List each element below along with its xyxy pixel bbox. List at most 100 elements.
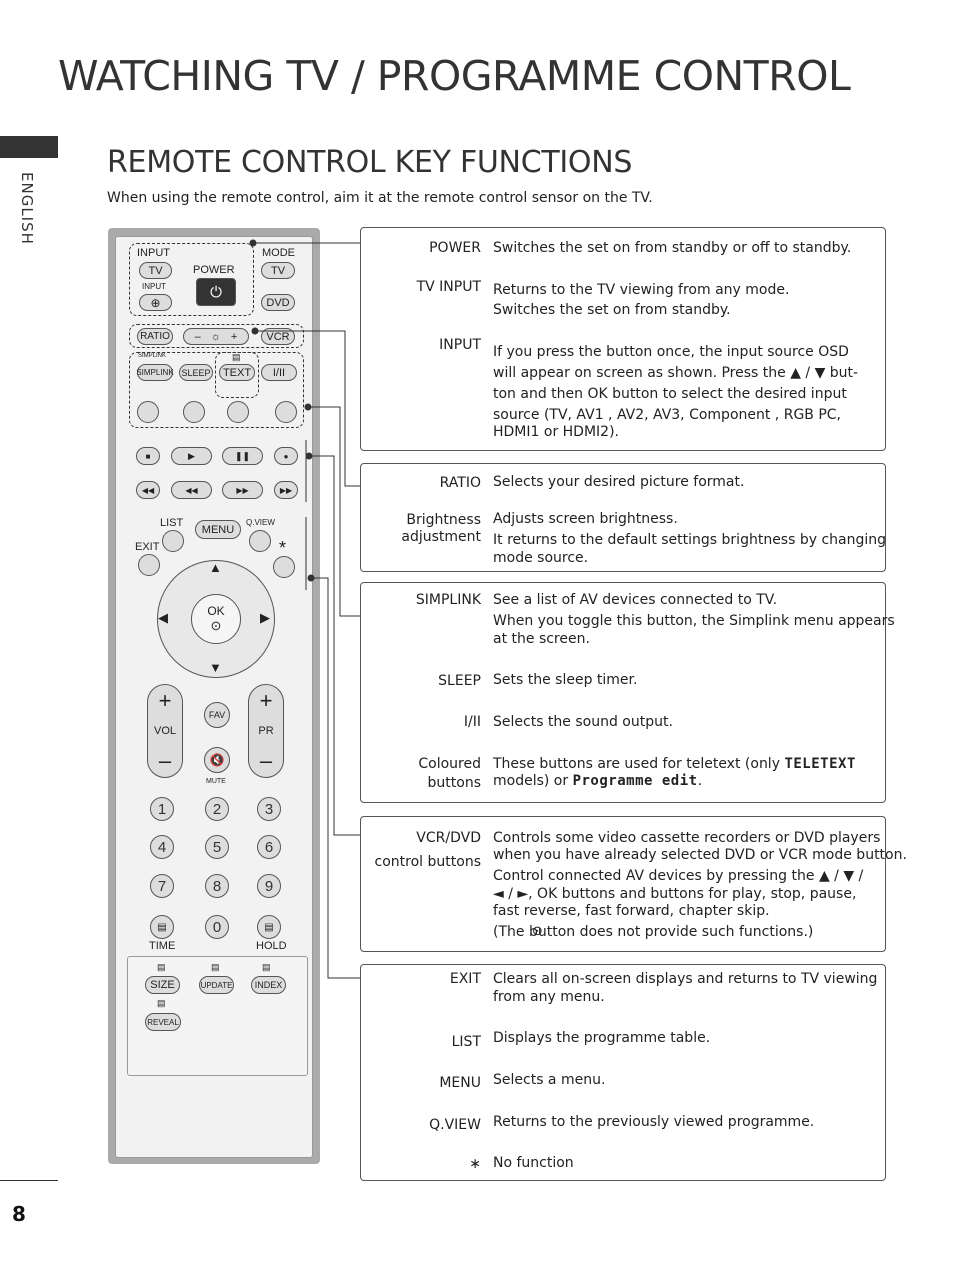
pause-button[interactable]: ❚❚ bbox=[222, 447, 263, 465]
time-button[interactable]: ▤ bbox=[150, 915, 174, 939]
vcr-button[interactable]: VCR bbox=[261, 328, 295, 345]
right-arrow-icon[interactable]: ▶ bbox=[260, 610, 270, 625]
desc-exit-1: Clears all on-screen displays and return… bbox=[493, 971, 878, 987]
key-ratio: RATIO bbox=[439, 475, 481, 491]
desc-vcr-5: fast reverse, fast forward, chapter skip… bbox=[493, 903, 770, 919]
size-button[interactable]: SIZE bbox=[145, 976, 180, 994]
key-power: POWER bbox=[429, 240, 481, 256]
sleep-button[interactable]: SLEEP bbox=[179, 364, 213, 381]
menu-button[interactable]: MENU bbox=[195, 520, 241, 539]
volume-rocker[interactable]: + VOL – bbox=[147, 684, 183, 778]
number-8-button[interactable]: 8 bbox=[205, 874, 229, 898]
desc-vcr-4: ◄ / ►, OK buttons and buttons for play, … bbox=[493, 886, 857, 902]
left-arrow-icon[interactable]: ◀ bbox=[158, 610, 168, 625]
desc-coloured-2: models) or Programme edit. bbox=[493, 773, 702, 790]
mode-tv-button[interactable]: TV bbox=[261, 262, 295, 279]
desc-menu: Selects a menu. bbox=[493, 1072, 606, 1088]
update-icon: ▤ bbox=[211, 962, 220, 972]
key-vcr-dvd-1: VCR/DVD bbox=[416, 830, 481, 846]
rewind-button[interactable]: ◀◀ bbox=[171, 481, 212, 499]
key-simplink: SIMPLINK bbox=[415, 592, 481, 608]
fav-button[interactable]: FAV bbox=[204, 702, 230, 728]
star-label: * bbox=[279, 538, 287, 558]
number-4-button[interactable]: 4 bbox=[150, 835, 174, 859]
key-brightness-2: adjustment bbox=[401, 529, 481, 545]
coloured-text-a: These buttons are used for teletext (onl… bbox=[493, 756, 785, 772]
number-9-button[interactable]: 9 bbox=[257, 874, 281, 898]
desc-input-4: source (TV, AV1 , AV2, AV3, Component , … bbox=[493, 407, 842, 423]
number-5-button[interactable]: 5 bbox=[205, 835, 229, 859]
key-menu: MENU bbox=[439, 1075, 481, 1091]
ratio-group-outline bbox=[129, 324, 304, 348]
text-icon: ▤ bbox=[232, 352, 241, 362]
brightness-minus: – bbox=[194, 330, 201, 343]
key-input: INPUT bbox=[439, 337, 481, 353]
brightness-plus: + bbox=[230, 330, 238, 343]
reveal-button[interactable]: REVEAL bbox=[145, 1013, 181, 1031]
down-arrow-icon[interactable]: ▼ bbox=[209, 660, 222, 675]
i-ii-button[interactable]: I/II bbox=[261, 364, 297, 381]
desc-exit-2: from any menu. bbox=[493, 989, 605, 1005]
number-3-button[interactable]: 3 bbox=[257, 797, 281, 821]
brightness-icon: ☼ bbox=[210, 330, 221, 343]
dvd-button[interactable]: DVD bbox=[261, 294, 295, 311]
mute-button[interactable]: 🔇 bbox=[204, 747, 230, 773]
record-button[interactable]: ● bbox=[274, 447, 298, 465]
desc-i-ii: Selects the sound output. bbox=[493, 714, 673, 730]
key-list: LIST bbox=[451, 1034, 481, 1050]
qview-button[interactable] bbox=[249, 530, 271, 552]
page-number: 8 bbox=[12, 1202, 26, 1226]
number-6-button[interactable]: 6 bbox=[257, 835, 281, 859]
red-button[interactable] bbox=[137, 401, 159, 423]
qview-label: Q.VIEW bbox=[246, 518, 275, 527]
brightness-rocker[interactable]: – ☼ + bbox=[183, 328, 249, 345]
simplink-button[interactable]: SIMPLINK bbox=[136, 364, 174, 381]
star-button[interactable] bbox=[273, 556, 295, 578]
green-button[interactable] bbox=[183, 401, 205, 423]
next-chapter-button[interactable]: ▶▶ bbox=[274, 481, 298, 499]
volume-up-icon: + bbox=[158, 688, 172, 713]
prev-chapter-button[interactable]: ◀◀ bbox=[136, 481, 160, 499]
text-group-outline bbox=[215, 352, 259, 398]
desc-input-1: If you press the button once, the input … bbox=[493, 344, 849, 360]
pr-label: PR bbox=[258, 725, 274, 737]
up-arrow-icon[interactable]: ▲ bbox=[209, 560, 222, 575]
desc-list: Displays the programme table. bbox=[493, 1030, 711, 1046]
reveal-icon: ▤ bbox=[157, 998, 166, 1008]
number-1-button[interactable]: 1 bbox=[150, 797, 174, 821]
desc-coloured-1: These buttons are used for teletext (onl… bbox=[493, 754, 856, 774]
text-button[interactable]: TEXT bbox=[219, 364, 255, 381]
rewind-icon: ◀◀ bbox=[185, 485, 198, 495]
fast-forward-button[interactable]: ▶▶ bbox=[222, 481, 263, 499]
desc-input-3: ton and then OK button to select the des… bbox=[493, 386, 847, 402]
list-button[interactable] bbox=[162, 530, 184, 552]
key-sleep: SLEEP bbox=[438, 673, 481, 689]
stop-button[interactable]: ■ bbox=[136, 447, 160, 465]
programme-rocker[interactable]: + PR – bbox=[248, 684, 284, 778]
desc-ratio: Selects your desired picture format. bbox=[493, 474, 745, 490]
page-title: WATCHING TV / PROGRAMME CONTROL bbox=[58, 52, 851, 100]
desc-sleep: Sets the sleep timer. bbox=[493, 672, 638, 688]
ratio-button[interactable]: RATIO bbox=[137, 328, 173, 345]
desc-simplink-3: at the screen. bbox=[493, 631, 590, 647]
tv-input-button[interactable]: TV bbox=[139, 262, 172, 279]
blue-button[interactable] bbox=[275, 401, 297, 423]
update-button[interactable]: UPDATE bbox=[199, 976, 234, 994]
input-button[interactable]: ⊕ bbox=[139, 294, 172, 311]
ok-button[interactable]: OK ⊙ bbox=[191, 594, 241, 644]
record-icon: ● bbox=[283, 451, 289, 461]
coloured-text-b: models) or bbox=[493, 773, 573, 789]
mute-icon: 🔇 bbox=[209, 753, 225, 767]
index-button[interactable]: INDEX bbox=[251, 976, 286, 994]
key-vcr-dvd-2: control buttons bbox=[374, 854, 481, 870]
play-button[interactable]: ▶ bbox=[171, 447, 212, 465]
hold-button[interactable]: ▤ bbox=[257, 915, 281, 939]
number-7-button[interactable]: 7 bbox=[150, 874, 174, 898]
exit-button[interactable] bbox=[138, 554, 160, 576]
key-coloured-1: Coloured bbox=[418, 756, 481, 772]
number-2-button[interactable]: 2 bbox=[205, 797, 229, 821]
number-0-button[interactable]: 0 bbox=[205, 915, 229, 939]
power-button[interactable]: ⏻ bbox=[196, 278, 236, 306]
yellow-button[interactable] bbox=[227, 401, 249, 423]
programme-edit-word: Programme edit bbox=[572, 773, 698, 789]
